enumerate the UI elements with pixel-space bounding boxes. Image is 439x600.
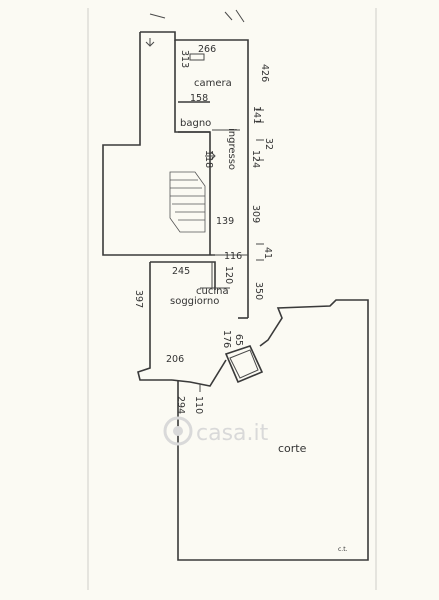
dim-41: 41: [262, 247, 273, 259]
corner-note: c.t.: [338, 546, 348, 553]
dim-294: 294: [175, 396, 186, 414]
room-label-bagno: bagno: [180, 118, 211, 129]
building-outline-left: [102, 32, 215, 256]
top-sketch-marks: [149, 9, 245, 23]
dim-245: 245: [172, 266, 190, 277]
dim-65: 65: [233, 334, 244, 346]
dim-141: 141: [251, 106, 262, 124]
exit-door: [224, 345, 264, 384]
dim-158: 158: [190, 93, 208, 104]
dim-139: 139: [216, 216, 234, 227]
door-arrow-ingresso: [205, 151, 216, 161]
dim-120: 120: [223, 266, 234, 284]
room-label-ingresso: ingresso: [226, 128, 237, 170]
stairs: [169, 171, 206, 233]
dim-116: 116: [224, 251, 242, 262]
room-label-cucina: cucina: [196, 286, 229, 297]
door-arrow-top: [145, 38, 155, 47]
watermark-logo: [163, 416, 193, 446]
room-label-camera: camera: [194, 78, 232, 89]
lower-block-left: [137, 262, 172, 381]
watermark-text: casa.it: [196, 421, 269, 446]
dim-350: 350: [253, 282, 264, 300]
dim-309: 309: [250, 205, 261, 223]
dim-397: 397: [133, 290, 144, 308]
dim-206: 206: [166, 354, 184, 365]
camera-window: [189, 53, 205, 61]
dim-124: 124: [250, 150, 261, 168]
lower-block-top: [150, 261, 216, 290]
room-label-corte: corte: [278, 442, 307, 455]
room-label-soggiorno: soggiorno: [170, 296, 219, 307]
dim-426: 426: [259, 64, 270, 82]
dim-118: 118: [203, 150, 214, 168]
dim-110: 110: [193, 396, 204, 414]
dimension-ticks: [256, 109, 264, 261]
courtyard-outline: [177, 299, 369, 561]
dim-176: 176: [221, 330, 232, 348]
dim-266: 266: [198, 44, 216, 55]
dim-313: 313: [179, 50, 190, 68]
dim-32: 32: [263, 138, 274, 150]
